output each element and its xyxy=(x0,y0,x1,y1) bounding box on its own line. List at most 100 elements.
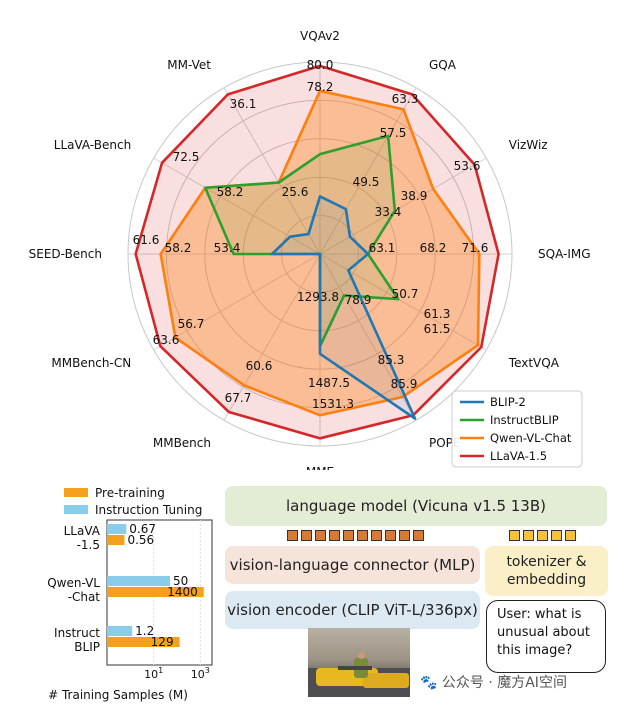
axis-label: LLaVA-Bench xyxy=(54,138,131,152)
bar-category-label: Qwen-VL xyxy=(47,576,100,590)
bar xyxy=(107,535,125,545)
legend-label: Qwen-VL-Chat xyxy=(490,431,572,445)
tokenizer-label: tokenizer & embedding xyxy=(506,554,587,588)
axis-label: MMBench-CN xyxy=(51,356,131,370)
taxi-ironing-image xyxy=(308,628,410,697)
value-label: 57.5 xyxy=(380,126,407,140)
axis-label: MMBench xyxy=(153,436,211,450)
value-label: 80.0 xyxy=(307,58,334,72)
value-label: 38.9 xyxy=(401,189,428,203)
axis-label: VizWiz xyxy=(509,138,548,152)
bar-category-label: LLaVA xyxy=(64,524,101,538)
bar xyxy=(107,576,170,586)
value-label: 63.6 xyxy=(153,333,180,347)
visual-token xyxy=(315,530,326,541)
connector-label: vision-language connector (MLP) xyxy=(229,556,476,574)
bar-legend-label: Pre-training xyxy=(95,486,165,500)
bar-value-label: 1400 xyxy=(167,585,198,599)
visual-token xyxy=(287,530,298,541)
value-label: 58.2 xyxy=(165,241,192,255)
axis-label: TextVQA xyxy=(508,356,560,370)
bar-value-label: 50 xyxy=(173,574,188,588)
series-polygon-llava-1-5 xyxy=(134,64,500,440)
value-label: 60.6 xyxy=(246,359,273,373)
visual-token xyxy=(399,530,410,541)
bar-tick-label: 101 xyxy=(144,666,163,681)
bar-category-label: -1.5 xyxy=(77,538,100,552)
series-polygon-instructblip xyxy=(203,134,400,348)
visual-token xyxy=(371,530,382,541)
value-label: 61.6 xyxy=(133,233,160,247)
visual-token xyxy=(413,530,424,541)
text-token xyxy=(565,530,576,541)
radar-chart: VQAv2GQAVizWizSQA-IMGTextVQAPOPEMMEMMBen… xyxy=(29,29,591,470)
value-label: 61.3 xyxy=(424,307,451,321)
bar-category-label: -Chat xyxy=(68,590,101,604)
legend-label: BLIP-2 xyxy=(490,395,526,409)
value-label: 53.4 xyxy=(214,241,241,255)
value-label: 49.5 xyxy=(353,175,380,189)
bar-value-label: 1.2 xyxy=(135,624,154,638)
tokenizer-box: tokenizer & embedding xyxy=(485,546,608,596)
axis-label: MME xyxy=(306,465,334,470)
value-label: 68.2 xyxy=(420,241,447,255)
text-token xyxy=(509,530,520,541)
axis-label: MM-Vet xyxy=(167,58,211,72)
vision-encoder-label: vision encoder (CLIP ViT-L/336px) xyxy=(227,601,478,619)
bar xyxy=(107,637,180,647)
value-label: 1531.3 xyxy=(312,397,354,411)
grid-spoke xyxy=(319,253,417,421)
value-label: 67.7 xyxy=(225,391,252,405)
legend-label: LLaVA-1.5 xyxy=(490,449,547,463)
value-label: 53.6 xyxy=(454,159,481,173)
text-token xyxy=(537,530,548,541)
bar-legend-swatch xyxy=(64,505,88,514)
value-label: 36.1 xyxy=(230,97,257,111)
value-label: 71.6 xyxy=(462,241,489,255)
value-label: 85.3 xyxy=(378,353,405,367)
bar-legend-swatch xyxy=(64,488,88,497)
visual-token xyxy=(385,530,396,541)
value-label: 1293.8 xyxy=(297,290,339,304)
axis-label: GQA xyxy=(429,58,457,72)
value-label: 1487.5 xyxy=(308,376,350,390)
radar-series xyxy=(134,64,500,440)
bar-category-label: BLIP xyxy=(74,640,100,654)
grid-spoke xyxy=(319,157,487,255)
value-label: 63.1 xyxy=(369,241,396,255)
bar-value-label: 0.67 xyxy=(129,522,156,536)
grid-spoke xyxy=(223,87,321,255)
value-label: 85.9 xyxy=(391,377,418,391)
bar-value-label: 0.56 xyxy=(127,533,154,547)
bar-value-label: 129 xyxy=(151,635,174,649)
watermark-text: 🐾 公众号 · 魔方AI空间 xyxy=(420,675,567,691)
bar xyxy=(107,587,204,597)
text-tokens xyxy=(509,530,576,541)
user-prompt-text: User: what is unusual about this image? xyxy=(497,607,590,658)
grid-spoke xyxy=(223,253,321,421)
visual-tokens xyxy=(287,530,424,541)
series-polygon-blip-2 xyxy=(270,195,417,420)
text-token xyxy=(551,530,562,541)
value-label: 78.2 xyxy=(307,80,334,94)
value-label: 63.3 xyxy=(392,92,419,106)
axis-label: SQA-IMG xyxy=(538,247,591,261)
bar-legend-label: Instruction Tuning xyxy=(95,503,202,517)
legend-box xyxy=(451,390,583,468)
grid-spoke xyxy=(153,157,321,255)
user-prompt-bubble: User: what is unusual about this image? xyxy=(486,600,606,673)
bar-category-label: Instruct xyxy=(54,626,100,640)
legend-label: InstructBLIP xyxy=(490,413,559,427)
vision-encoder-box: vision encoder (CLIP ViT-L/336px) xyxy=(225,591,480,629)
grid-spoke xyxy=(153,253,321,351)
grid-spoke xyxy=(319,87,417,255)
value-label: 61.5 xyxy=(424,322,451,336)
axis-label: SEED-Bench xyxy=(29,247,102,261)
visual-token xyxy=(357,530,368,541)
language-model-label: language model (Vicuna v1.5 13B) xyxy=(286,497,546,515)
bar xyxy=(107,524,127,534)
language-model-box: language model (Vicuna v1.5 13B) xyxy=(225,486,607,526)
